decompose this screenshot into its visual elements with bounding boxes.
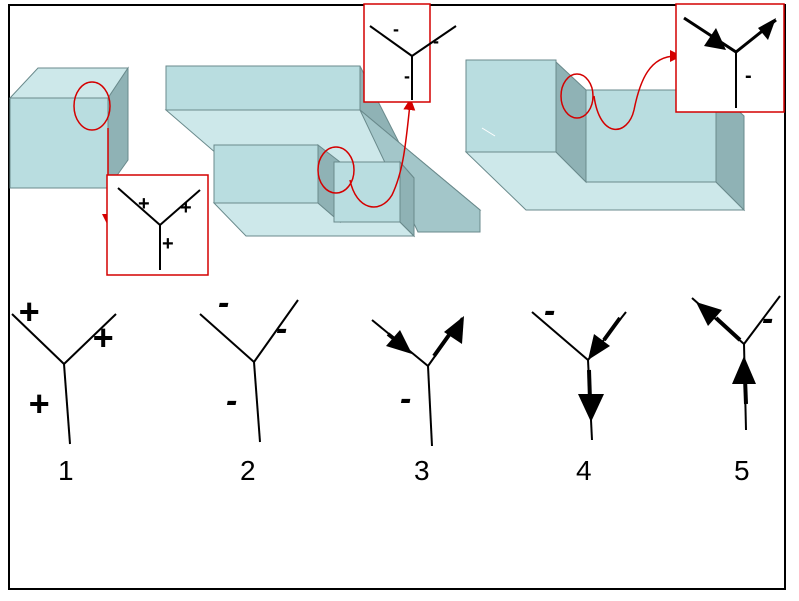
l-block-callout-box: - bbox=[675, 3, 785, 113]
junction-2-sign-left: - bbox=[218, 284, 229, 322]
junction-1-sign-right: + bbox=[92, 317, 113, 358]
l-block-callout-sign-stem: - bbox=[745, 65, 752, 87]
slab-corner-callout-circle bbox=[317, 146, 355, 194]
slab-callout-box: - - - bbox=[363, 3, 457, 103]
junction-5-sign-right: - bbox=[762, 300, 773, 338]
junction-2: - - - 2 bbox=[199, 284, 299, 486]
junction-1-label: 1 bbox=[58, 455, 74, 486]
junction-4-label: 4 bbox=[576, 455, 592, 486]
l-shaped-block bbox=[464, 59, 746, 212]
junction-5-label: 5 bbox=[734, 455, 750, 486]
slab-callout-sign-left: - bbox=[393, 19, 399, 39]
junction-2-sign-right: - bbox=[276, 310, 287, 348]
junction-2-label: 2 bbox=[240, 455, 256, 486]
junction-4: - 4 bbox=[531, 292, 627, 486]
junction-4-sign-left: - bbox=[544, 292, 555, 330]
junction-3-sign-stem: - bbox=[400, 380, 411, 418]
junction-5: - 5 bbox=[691, 295, 781, 486]
junction-1: + + + 1 bbox=[11, 291, 117, 486]
l-block-corner-callout-circle bbox=[560, 73, 594, 119]
small-step-block bbox=[212, 143, 416, 238]
cube-block bbox=[8, 66, 129, 190]
slab-callout-sign-stem: - bbox=[404, 66, 410, 86]
cube-callout-sign-right: + bbox=[180, 197, 192, 219]
junction-2-sign-stem: - bbox=[226, 382, 237, 420]
junction-3-label: 3 bbox=[414, 455, 430, 486]
junction-1-sign-left: + bbox=[18, 291, 39, 332]
cube-corner-callout-circle bbox=[73, 81, 111, 131]
junction-1-sign-stem: + bbox=[28, 383, 49, 424]
cube-callout-box: + + + bbox=[106, 174, 209, 276]
junction-3: - 3 bbox=[371, 316, 464, 486]
slab-callout-sign-right: - bbox=[433, 31, 439, 51]
slab-callout-pointer bbox=[349, 98, 416, 208]
cube-callout-sign-left: + bbox=[138, 193, 150, 215]
l-block-callout-pointer bbox=[593, 50, 682, 130]
cube-callout-sign-stem: + bbox=[162, 233, 174, 255]
